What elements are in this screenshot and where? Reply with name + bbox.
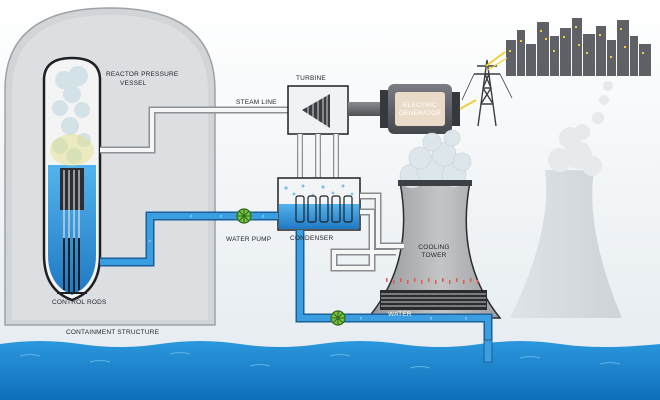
ocean-intake-pipe — [483, 339, 493, 363]
control-rods-label: CONTROL RODS — [52, 299, 107, 306]
reactor-vessel-label-line1: REACTOR PRESSURE — [106, 71, 179, 78]
pump-icon — [236, 208, 252, 224]
turbine-label: TURBINE — [296, 75, 326, 82]
generator-icon — [380, 84, 460, 134]
cooling-tower-icon — [366, 181, 502, 319]
condenser-label: CONDENSER — [290, 235, 334, 242]
condenser-tubes — [295, 195, 353, 223]
control-rod-drives — [63, 238, 80, 292]
condenser-water — [279, 204, 359, 229]
svg-text:‹: ‹ — [190, 214, 192, 220]
turbine-icon — [302, 94, 330, 128]
steam-line-label: STEAM LINE — [236, 99, 277, 106]
background-steam-cloud — [548, 81, 613, 176]
water-label: WATER — [388, 311, 412, 318]
condenser-bubbles — [284, 184, 354, 197]
svg-text:‹: ‹ — [262, 214, 264, 220]
turbine-shaft — [348, 102, 388, 116]
svg-text:‹: ‹ — [360, 316, 362, 322]
containment-structure-label: CONTAINMENT STRUCTURE — [66, 329, 160, 336]
city-lights — [509, 26, 644, 58]
cooling-tower-spray — [386, 278, 479, 284]
reactor-heat-glow — [50, 134, 94, 166]
pump-icon — [330, 310, 346, 326]
background-cooling-tower — [510, 170, 622, 318]
feedwater-pipe — [100, 213, 278, 265]
generator-label-line2: GENERATOR — [398, 110, 442, 117]
cooling-water-flow-arrows: ‹ ‹ ‹ — [360, 316, 467, 322]
svg-text:‹: ‹ — [220, 214, 222, 220]
power-line-2 — [487, 57, 508, 71]
city-skyline-icon — [506, 18, 651, 76]
cooling-tower-fill-media — [380, 290, 487, 310]
power-line — [485, 51, 506, 67]
containment-inner — [12, 15, 208, 320]
turbine-exhaust-pipes — [297, 134, 339, 178]
ocean-highlights — [19, 352, 621, 369]
water-pump-label: WATER PUMP — [226, 236, 272, 243]
svg-text:‹: ‹ — [465, 316, 467, 322]
feedwater-flow-arrows: ‹ ‹ ‹ ‹ — [146, 214, 264, 242]
control-rods — [63, 170, 80, 238]
svg-text:‹: ‹ — [146, 240, 152, 242]
cooling-tower-label-line1: COOLING — [418, 244, 450, 251]
ocean — [0, 341, 660, 400]
steam-line-pipe — [100, 108, 290, 152]
generator-output-line — [459, 99, 477, 110]
cooling-water-pipe — [297, 230, 491, 360]
tower-top-shade — [398, 180, 472, 186]
reactor-vessel-label-line2: VESSEL — [120, 80, 147, 87]
svg-text:‹: ‹ — [430, 316, 432, 322]
reactor-steam — [52, 66, 91, 164]
cooling-tower-label-line2: TOWER — [421, 252, 447, 259]
generator-label-line1: ELECTRIC — [403, 102, 437, 109]
tower-return-pipe — [360, 194, 404, 248]
tower-feed-pipe — [332, 210, 396, 270]
